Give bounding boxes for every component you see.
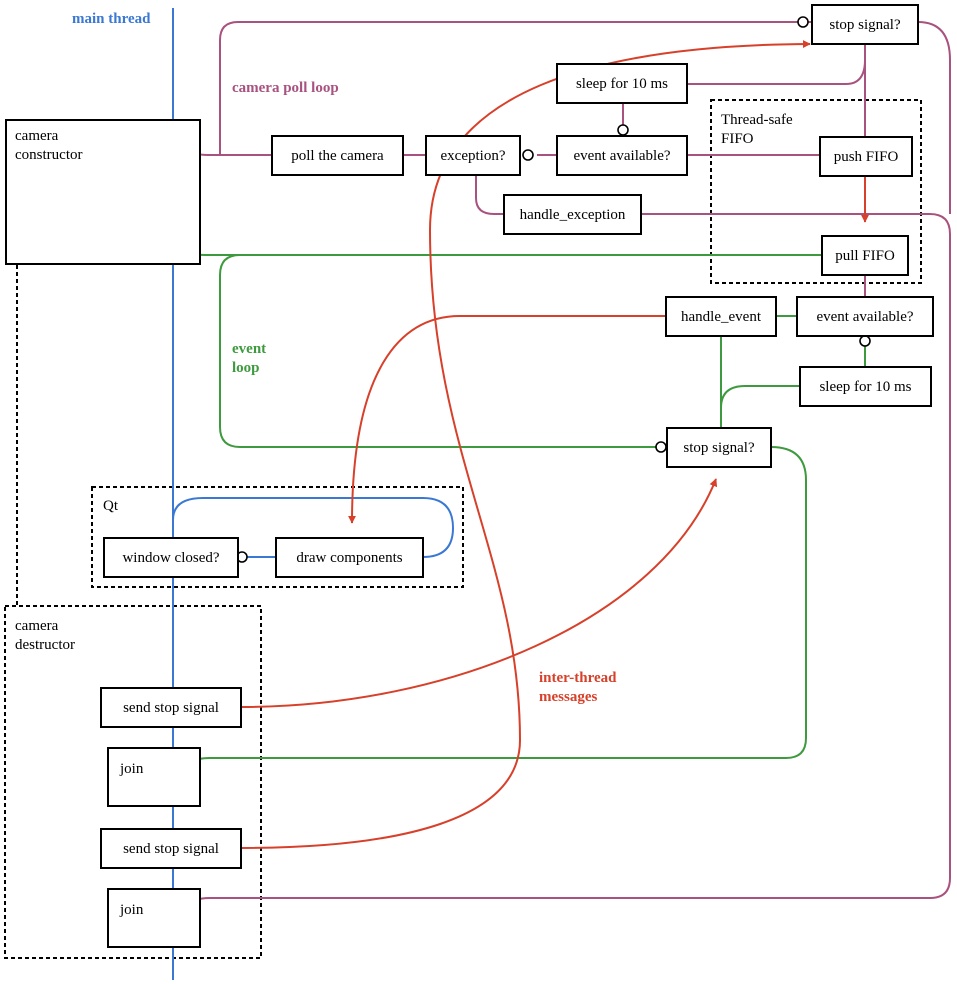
poll-the-camera-node: poll the camera [271,135,404,176]
exception-node: exception? [425,135,521,176]
event-loop-label-1: event [232,341,266,357]
camera-constructor-label-1: camera [15,128,59,144]
poll-the-camera-label: poll the camera [291,148,384,164]
message-wires [240,40,869,849]
pull-fifo-node: pull FIFO [821,235,909,276]
event-available-poll-node: event available? [556,135,688,176]
send-stop-signal-2-label: send stop signal [123,841,219,857]
exception-label: exception? [441,148,506,164]
window-closed-node: window closed? [103,537,239,578]
handle-event-node: handle_event [665,296,777,337]
stop-signal-poll-node: stop signal? [811,4,919,45]
fifo-group: Thread-safe FIFO [710,99,922,284]
draw-components-node: draw components [275,537,424,578]
handle-exception-label: handle_exception [520,207,626,223]
join-2-label: join [119,902,144,918]
camera-constructor-label-2: constructor [15,147,82,163]
event-available-loop-label: event available? [816,309,913,325]
window-closed-label: window closed? [122,550,219,566]
camera-constructor-node: camera constructor [5,119,201,265]
sleep-loop-node: sleep for 10 ms [799,366,932,407]
main-thread-label: main thread [72,11,151,27]
stop-signal-loop-label: stop signal? [683,440,755,456]
join-1-label: join [119,761,144,777]
event-loop-label-2: loop [232,360,260,376]
camera-poll-loop-label: camera poll loop [232,80,339,96]
camera-destructor-label-2: destructor [15,637,75,653]
port-circles [236,16,871,563]
event-available-loop-node: event available? [796,296,934,337]
fifo-group-label-1: Thread-safe [721,112,793,128]
qt-group-label: Qt [103,498,119,514]
inter-thread-messages-label-1: inter-thread [539,670,617,686]
stop-signal-loop-node: stop signal? [666,427,772,468]
pull-fifo-label: pull FIFO [835,248,895,264]
send-stop-signal-1-node: send stop signal [100,687,242,728]
push-fifo-label: push FIFO [834,149,899,165]
send-stop-signal-2-node: send stop signal [100,828,242,869]
camera-destructor-group: camera destructor [4,605,262,959]
event-available-poll-label: event available? [573,148,670,164]
join-2-node: join [107,888,201,948]
send-stop-signal-1-label: send stop signal [123,700,219,716]
stop-signal-poll-label: stop signal? [829,17,901,33]
join-1-node: join [107,747,201,807]
qt-group: Qt [91,486,464,588]
push-fifo-node: push FIFO [819,136,913,177]
sleep-loop-label: sleep for 10 ms [819,379,911,395]
camera-destructor-label-1: camera [15,618,59,634]
fifo-group-label-2: FIFO [721,131,754,147]
draw-components-label: draw components [296,550,402,566]
handle-exception-node: handle_exception [503,194,642,235]
sleep-poll-node: sleep for 10 ms [556,63,688,104]
inter-thread-messages-label-2: messages [539,689,597,705]
handle-event-label: handle_event [681,309,762,325]
sleep-poll-label: sleep for 10 ms [576,76,668,92]
